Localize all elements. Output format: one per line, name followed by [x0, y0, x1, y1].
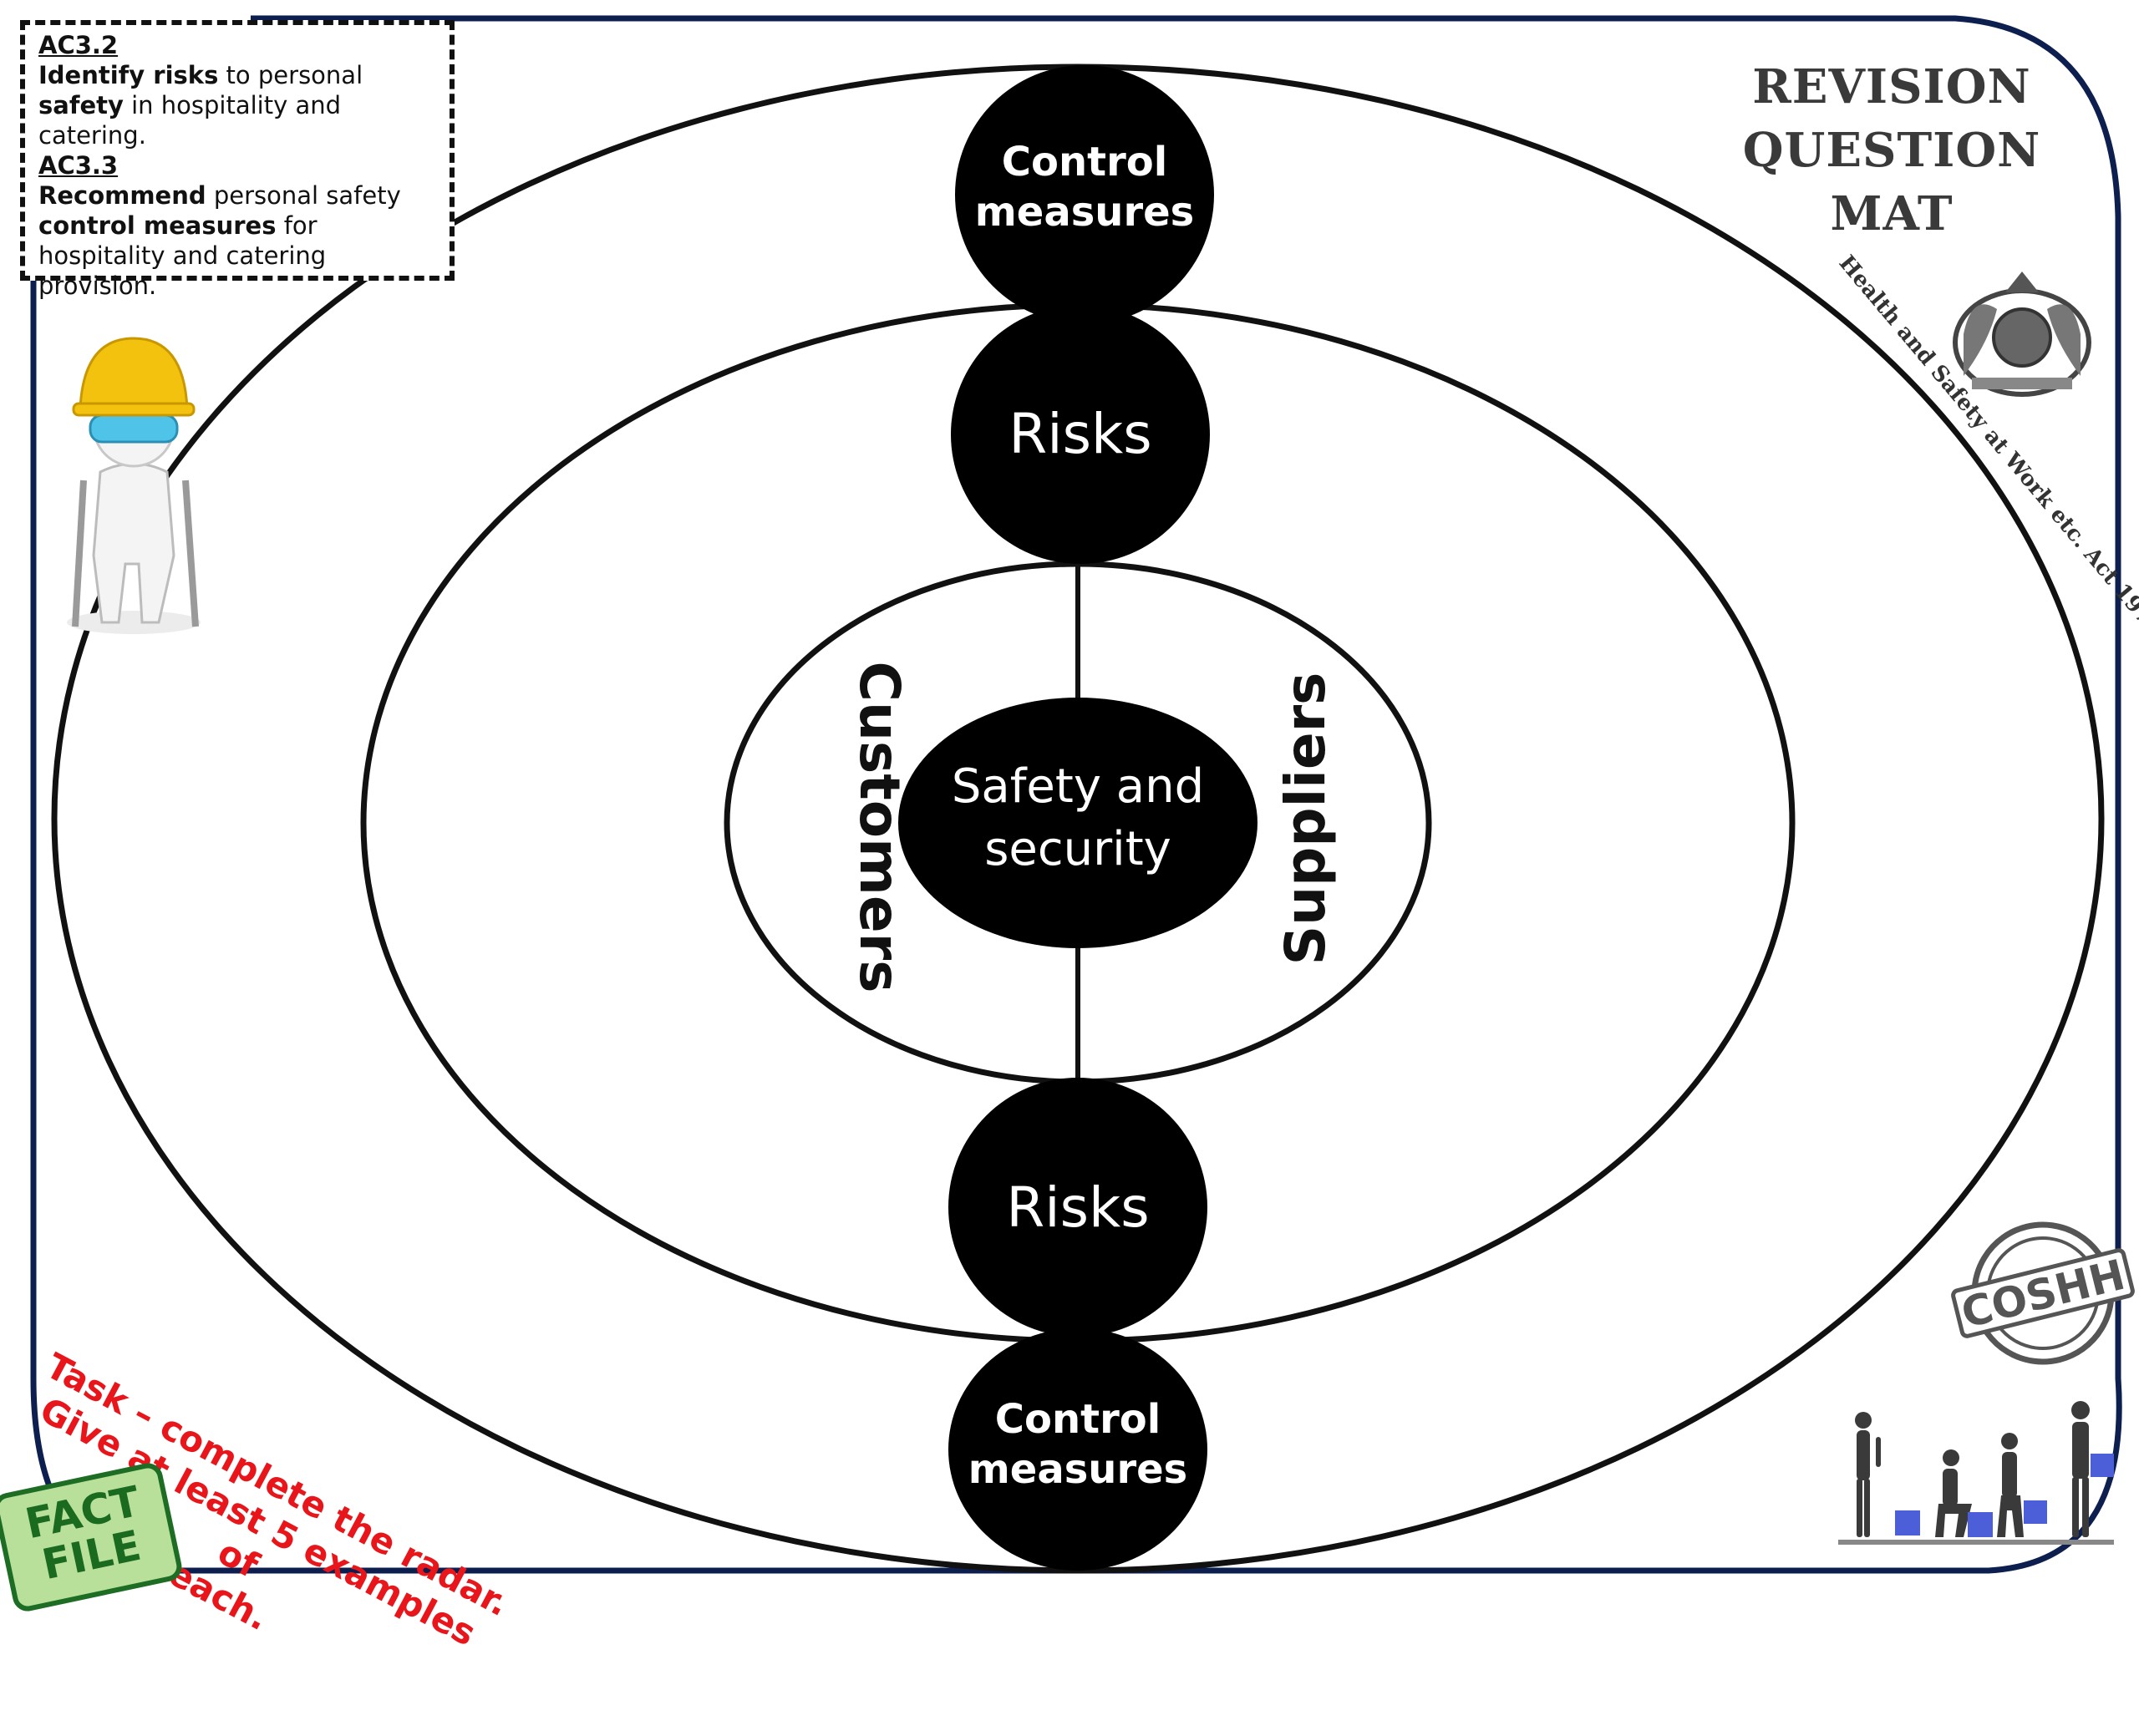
hse-seal: Health and Safety at Work etc. Act 1974 — [1834, 251, 2139, 642]
hardhat-figure-icon — [67, 337, 201, 634]
ac33-bold2: control measures — [38, 211, 277, 240]
ac33-lead: Recommend — [38, 181, 206, 210]
customers-label: Customers — [847, 662, 912, 993]
bottom-risks-label: Risks — [1006, 1175, 1149, 1240]
ac32-rest: in hospitality and catering. — [38, 91, 342, 150]
ac33-rest: for hospitality and catering provision. — [38, 211, 327, 300]
center-label-1: Safety and — [952, 759, 1204, 814]
crest-icon — [1953, 272, 2091, 397]
ac32-code: AC3.2 — [38, 31, 119, 59]
page-title: REVISION QUESTION MAT — [1674, 55, 2109, 246]
node-top-control — [955, 65, 1214, 324]
ac33-mid: personal safety — [206, 181, 401, 210]
bottom-control-label-2: measures — [968, 1446, 1188, 1493]
title-line-1: REVISION — [1752, 59, 2031, 114]
ac33-code: AC3.3 — [38, 151, 119, 180]
radar-diagram: Control measures Risks Safety and securi… — [30, 15, 2139, 1574]
ac32-mid: to personal — [218, 61, 363, 89]
bottom-control-label-1: Control — [995, 1396, 1161, 1443]
ac32-bold2: safety — [38, 91, 124, 119]
node-top-risks — [951, 305, 1210, 564]
suppliers-label: Suppliers — [1273, 673, 1338, 966]
ac33-text: Recommend personal safety control measur… — [38, 181, 401, 300]
ac32-lead: Identify risks — [38, 61, 219, 89]
ac32-text: Identify risks to personal safety in hos… — [38, 61, 363, 150]
center-label-2: security — [984, 822, 1171, 876]
top-control-label-2: measures — [975, 189, 1195, 236]
node-bottom-control — [948, 1328, 1207, 1571]
lifting-posture-icon — [1838, 1401, 2114, 1545]
title-line-2: QUESTION MAT — [1742, 123, 2041, 241]
top-control-label-1: Control — [1002, 139, 1167, 185]
objectives-box: AC3.2 Identify risks to personal safety … — [20, 20, 455, 300]
top-risks-label: Risks — [1009, 402, 1151, 466]
coshh-stamp: COSHH — [1951, 1221, 2135, 1365]
node-center — [898, 698, 1257, 948]
node-bottom-risks — [948, 1078, 1207, 1337]
